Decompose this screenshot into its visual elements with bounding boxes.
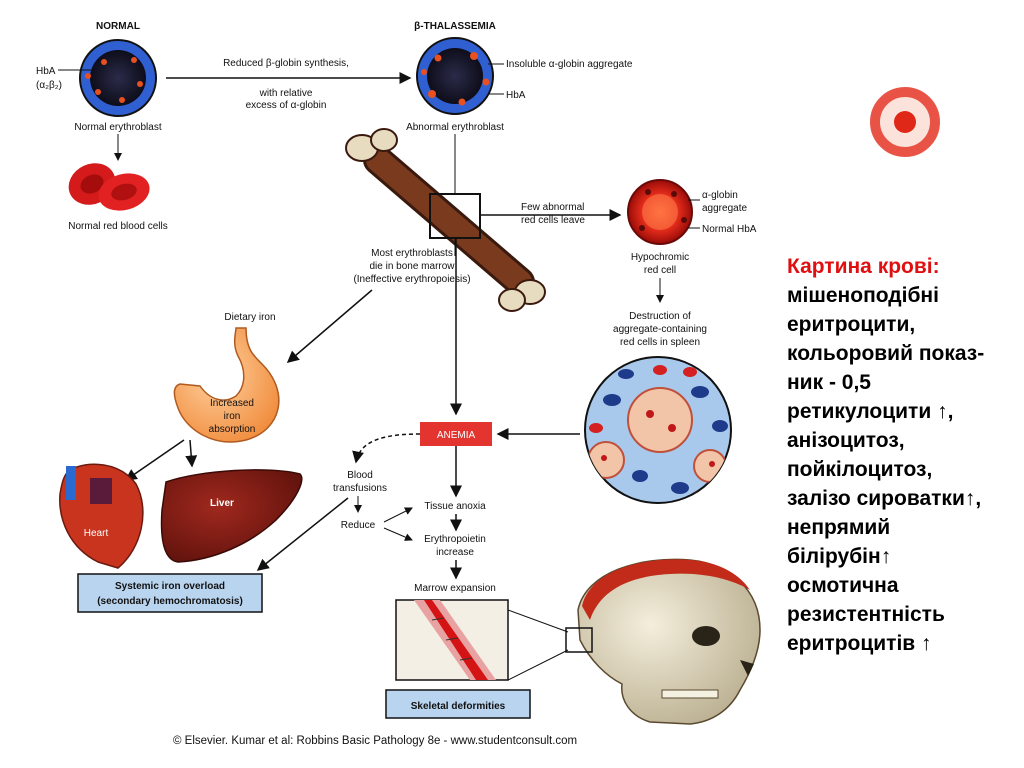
destruction-3: red cells in spleen — [620, 337, 700, 348]
hypochromic-2: red cell — [644, 265, 676, 276]
blood-1: Blood — [347, 470, 373, 481]
dietary-iron-label: Dietary iron — [224, 312, 275, 323]
heart-image — [59, 463, 144, 569]
liver-image — [160, 469, 303, 563]
systemic-1: Systemic iron overload — [115, 581, 225, 592]
blood-picture-panel: Картина крові: мішеноподібні еритроцити,… — [787, 252, 1023, 658]
anemia-box — [420, 422, 492, 446]
blood-2: transfusions — [333, 483, 387, 494]
heart-label: Heart — [84, 528, 109, 539]
thal-title: β-THALASSEMIA — [414, 21, 496, 32]
panel-line: мішеноподібні — [787, 284, 939, 307]
marrow-expansion-label: Marrow expansion — [414, 583, 496, 594]
insoluble-aggregate-label: Insoluble α-globin aggregate — [506, 59, 633, 70]
panel-line: білірубін↑ — [787, 545, 892, 568]
destruction-2: aggregate-containing — [613, 324, 707, 335]
target-cell-image — [870, 87, 940, 157]
bone-image — [345, 128, 546, 312]
epo-2: increase — [436, 547, 474, 558]
arrow-to-liver — [185, 439, 198, 468]
skeletal-box — [385, 689, 531, 719]
panel-line: залізо сироватки↑, — [787, 487, 982, 510]
normal-hba-label: Normal HbA — [702, 224, 757, 235]
stomach-image — [173, 327, 280, 443]
destruction-1: Destruction of — [629, 311, 691, 322]
systemic-2: (secondary hemochromatosis) — [97, 596, 243, 607]
arrow-to-stomach — [286, 289, 373, 363]
panel-line: резистентність — [787, 603, 945, 626]
epo-1: Erythropoietin — [424, 534, 486, 545]
most-die-1: Most erythroblasts — [371, 248, 453, 259]
abnormal-erythroblast-label: Abnormal erythroblast — [406, 122, 504, 133]
abnormal-erythroblast-cell — [416, 37, 494, 115]
most-die-3: (Ineffective erythropoiesis) — [353, 274, 470, 285]
panel-line: кольоровий показ- — [787, 342, 985, 365]
marrow-section-image — [395, 599, 509, 681]
panel-line: осмотична — [787, 574, 899, 597]
panel-line: ретикулоцити ↑, — [787, 400, 954, 423]
arrow-text-3: excess of α-globin — [246, 100, 327, 111]
dashed-arrow-to-transfusion — [352, 433, 421, 464]
arrow-to-heart — [124, 439, 185, 481]
normal-erythroblast-cell — [79, 39, 157, 117]
skull-image — [565, 558, 761, 725]
alpha-aggregate-2: aggregate — [702, 203, 747, 214]
arrow-reduce-to-epo — [383, 527, 413, 541]
increased-2: iron — [224, 411, 241, 422]
anemia-label: ANEMIA — [437, 430, 476, 441]
few-abnormal-1: Few abnormal — [521, 202, 584, 213]
hypochromic-cell — [627, 179, 693, 245]
normal-rbc-image — [68, 163, 150, 211]
panel-line: еритроцити, — [787, 313, 916, 336]
spleen-image — [584, 356, 732, 504]
tissue-anoxia-label: Tissue anoxia — [424, 501, 486, 512]
marrow-to-skull-line-2 — [507, 649, 569, 681]
few-abnormal-2: red cells leave — [521, 215, 585, 226]
panel-line: пойкілоцитоз, — [787, 458, 933, 481]
panel-line: ник - 0,5 — [787, 371, 871, 394]
arrow-text-1: Reduced β-globin synthesis, — [223, 58, 349, 69]
hba-right-label: HbA — [506, 90, 526, 101]
panel-line: непрямий — [787, 516, 891, 539]
panel-heading: Картина крові: — [787, 255, 940, 278]
normal-erythroblast-label: Normal erythroblast — [74, 122, 161, 133]
hypochromic-1: Hypochromic — [631, 252, 689, 263]
normal-rbc-label: Normal red blood cells — [68, 221, 168, 232]
hba-formula: (α₂β₂) — [36, 80, 62, 91]
copyright-credit: © Elsevier. Kumar et al: Robbins Basic P… — [173, 735, 578, 747]
normal-title: NORMAL — [96, 21, 140, 32]
panel-line: анізоцитоз, — [787, 429, 905, 452]
liver-label: Liver — [210, 498, 234, 509]
hba-label: HbA — [36, 66, 56, 77]
arrow-reduce-to-anoxia — [383, 507, 413, 523]
arrow-text-2: with relative — [259, 88, 313, 99]
arrow-transfusion-to-overload — [256, 497, 349, 571]
reduce-label: Reduce — [341, 520, 376, 531]
most-die-2: die in bone marrow — [369, 261, 455, 272]
marrow-to-skull-line-1 — [507, 609, 569, 633]
increased-3: absorption — [209, 424, 256, 435]
alpha-aggregate-1: α-globin — [702, 190, 738, 201]
systemic-overload-box — [77, 573, 263, 613]
panel-line: еритроцитів ↑ — [787, 632, 932, 655]
increased-1: Increased — [210, 398, 254, 409]
skeletal-label: Skeletal deformities — [411, 701, 506, 712]
